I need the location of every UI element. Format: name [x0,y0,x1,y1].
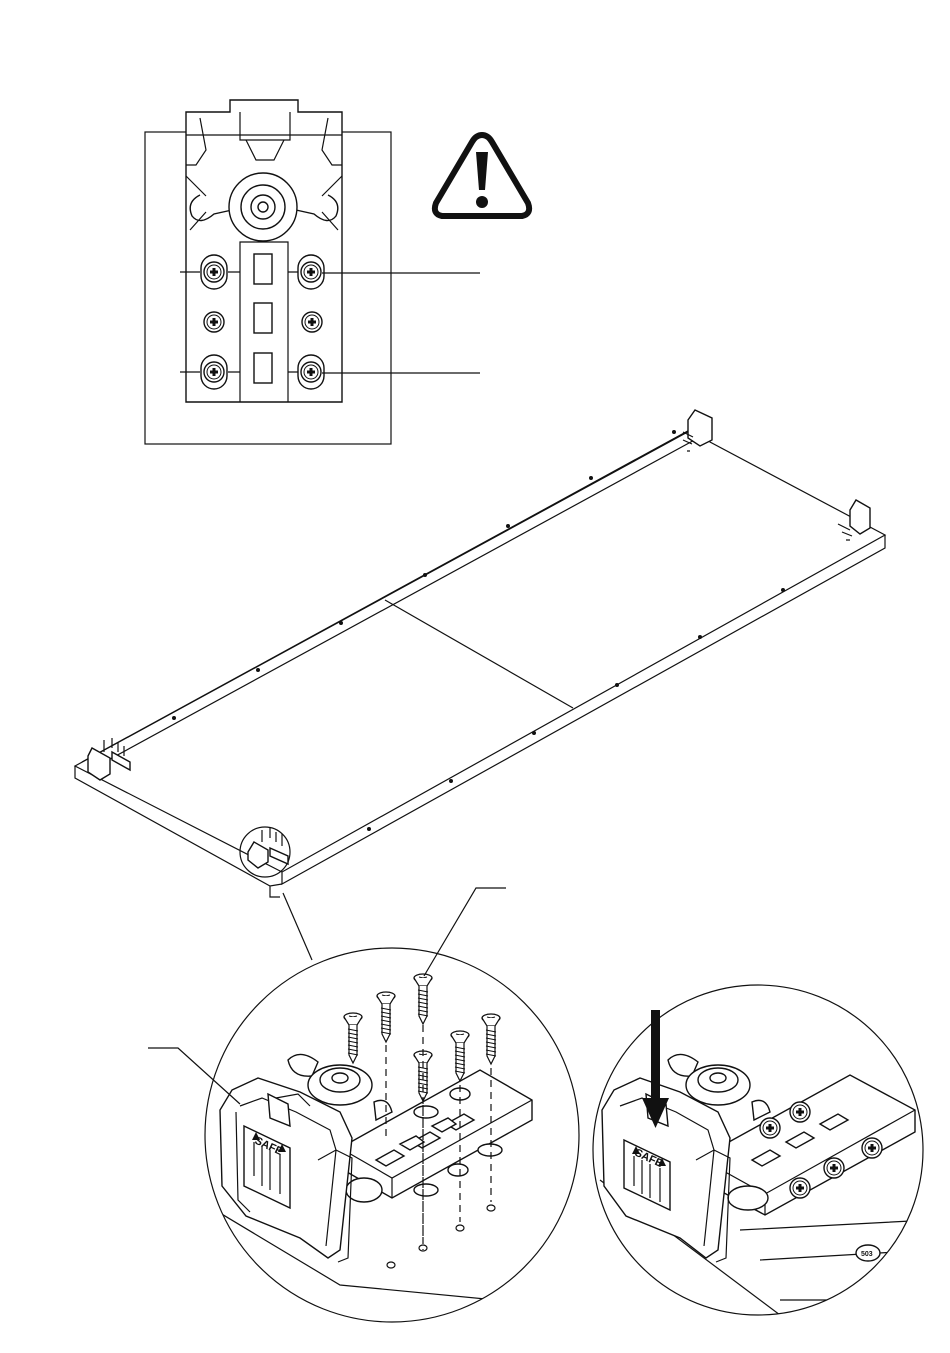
detail-circle-screws: SAFE [148,888,600,1330]
panel-drawing [75,410,885,960]
warning-triangle-icon [435,135,529,216]
wheel-stamp-label: 503 [861,1251,873,1258]
top-detail-view [145,100,480,444]
detail-circle-lock: SAFE 503 [593,985,930,1330]
